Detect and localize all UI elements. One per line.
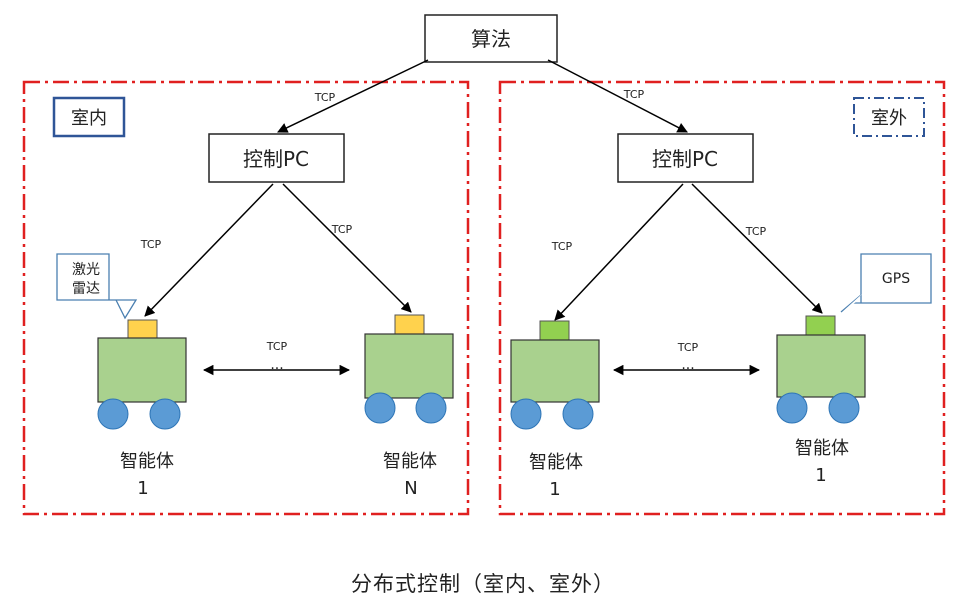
link-outdoor-right	[691, 183, 823, 314]
indoor-robot-n	[364, 314, 454, 424]
lidar-callout	[56, 253, 138, 320]
indoor-robot-1	[97, 319, 187, 430]
diagram-caption: 分布式控制（室内、室外）	[351, 572, 615, 596]
indoor-region	[22, 80, 470, 516]
outdoor-agent-right-id: 1	[815, 465, 826, 486]
gps-sensor	[539, 320, 570, 341]
robot-body	[776, 334, 866, 398]
indoor-peer-ellipsis: ···	[270, 361, 283, 377]
outdoor-agent-left-name: 智能体	[529, 452, 583, 473]
algorithm-node	[424, 14, 558, 63]
wheel	[828, 392, 860, 424]
outdoor-agent-left-id: 1	[549, 479, 560, 500]
lidar-callout-line-1: 激光	[72, 261, 100, 278]
link-indoor-right-label: TCP	[331, 223, 353, 236]
robot-body	[364, 333, 454, 399]
link-algo-outdoor	[547, 59, 688, 133]
wheel	[364, 392, 396, 424]
robot-body	[510, 339, 600, 403]
indoor-tag	[52, 96, 126, 138]
outdoor-peer-ellipsis: ···	[681, 361, 694, 377]
outdoor-region	[498, 80, 946, 516]
wheel	[415, 392, 447, 424]
wheel	[776, 392, 808, 424]
outdoor-controller-label: 控制PC	[652, 147, 718, 171]
wheel	[97, 398, 129, 430]
outdoor-agent-right-name: 智能体	[795, 438, 849, 459]
outdoor-tag	[853, 97, 925, 137]
robot-body	[97, 337, 187, 403]
link-outdoor-right-label: TCP	[745, 225, 767, 238]
indoor-controller-label: 控制PC	[243, 147, 309, 171]
gps-sensor	[805, 315, 836, 336]
outdoor-robot-right	[776, 315, 866, 424]
indoor-agent-n-id: N	[404, 478, 417, 499]
indoor-tag-label: 室内	[71, 108, 107, 129]
lidar-callout-line-2: 雷达	[72, 281, 100, 297]
indoor-agent-1-name: 智能体	[120, 451, 174, 472]
lidar-sensor	[127, 319, 158, 339]
indoor-peer-link-label: TCP	[266, 340, 288, 353]
link-outdoor-left	[554, 183, 684, 321]
outdoor-tag-label: 室外	[871, 108, 907, 129]
link-indoor-right	[282, 183, 412, 313]
gps-callout	[840, 253, 932, 313]
algorithm-label: 算法	[471, 27, 511, 51]
link-algo-indoor-label: TCP	[314, 91, 336, 104]
gps-callout-label: GPS	[882, 271, 910, 287]
link-indoor-left	[144, 183, 274, 317]
indoor-agent-1-id: 1	[137, 478, 148, 499]
link-outdoor-left-label: TCP	[551, 240, 573, 253]
wheel	[562, 398, 594, 430]
indoor-agent-n-name: 智能体	[383, 451, 437, 472]
link-indoor-left-label: TCP	[140, 238, 162, 251]
link-algo-indoor	[277, 59, 429, 133]
outdoor-peer-link-label: TCP	[677, 341, 699, 354]
link-algo-outdoor-label: TCP	[623, 88, 645, 101]
outdoor-robot-left	[510, 320, 600, 430]
lidar-sensor	[394, 314, 425, 335]
outdoor-controller-node	[617, 133, 754, 183]
indoor-controller-node	[208, 133, 345, 183]
wheel	[510, 398, 542, 430]
wheel	[149, 398, 181, 430]
